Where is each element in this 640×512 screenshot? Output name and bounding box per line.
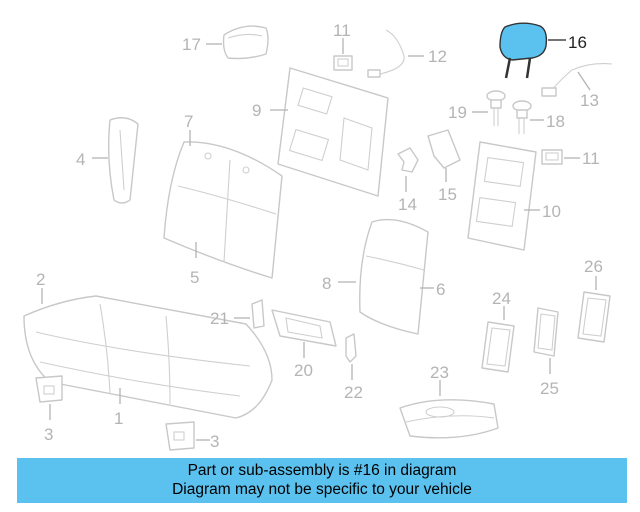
part-16-headrest[interactable] [499,22,548,79]
leader-13 [577,71,591,91]
callout-21[interactable]: 21 [210,309,229,328]
callout-3b[interactable]: 3 [210,432,219,451]
part-14-hinge[interactable] [397,147,419,173]
part-1-seat-cushion[interactable] [23,295,273,419]
part-11-clip-right[interactable] [541,149,563,165]
part-17-headrest[interactable] [222,25,269,60]
callout-12[interactable]: 12 [428,47,447,66]
callout-18[interactable]: 18 [546,112,565,131]
callout-5[interactable]: 5 [190,268,199,287]
callout-7[interactable]: 7 [184,112,193,131]
part-23-armrest[interactable] [399,399,499,439]
part-10-back-panel[interactable] [467,141,537,251]
banner-line-2: Diagram may not be specific to your vehi… [172,481,472,498]
part-3-hook-left[interactable] [35,375,63,403]
part-18-guide[interactable] [512,100,532,134]
part-6-seat-back[interactable] [359,218,429,335]
info-banner: Part or sub-assembly is #16 in diagram D… [17,458,627,503]
part-26-pad[interactable] [577,291,611,343]
callout-23[interactable]: 23 [430,363,449,382]
callout-20[interactable]: 20 [294,361,313,380]
part-21-clip[interactable] [251,299,265,329]
parts-diagram: 16 17 11 12 13 9 19 [23,21,613,451]
callout-15[interactable]: 15 [438,185,457,204]
banner-line-1: Part or sub-assembly is #16 in diagram [187,462,457,479]
callout-13[interactable]: 13 [580,91,599,110]
part-9-back-panel[interactable] [277,67,389,197]
callout-2[interactable]: 2 [36,270,45,289]
callout-4[interactable]: 4 [76,150,85,169]
callout-11a[interactable]: 11 [333,21,351,40]
callout-14[interactable]: 14 [398,195,417,214]
callout-26[interactable]: 26 [584,257,603,276]
callout-22[interactable]: 22 [344,383,363,402]
callout-3a[interactable]: 3 [44,425,53,444]
part-25-pad[interactable] [533,307,559,357]
callout-11b[interactable]: 11 [582,149,600,168]
callout-6[interactable]: 6 [436,280,445,299]
part-19-guide[interactable] [486,90,506,126]
callout-10[interactable]: 10 [542,202,561,221]
part-20-frame[interactable] [271,309,337,347]
part-12-cable[interactable] [367,29,405,78]
callout-1[interactable]: 1 [114,409,123,428]
callout-16[interactable]: 16 [568,33,587,52]
part-22-latch[interactable] [345,333,357,363]
callout-8[interactable]: 8 [322,274,331,293]
callout-19[interactable]: 19 [448,103,467,122]
callout-25[interactable]: 25 [540,379,559,398]
part-15-bracket[interactable] [427,129,461,169]
part-24-pad[interactable] [481,321,515,373]
callout-24[interactable]: 24 [492,289,511,308]
callout-17[interactable]: 17 [182,35,201,54]
part-13-cable[interactable] [541,63,613,97]
part-11-clip[interactable] [333,55,353,71]
callout-9[interactable]: 9 [252,101,261,120]
part-4-bolster[interactable] [107,117,139,204]
part-3-hook-right[interactable] [165,421,195,451]
part-5-seat-back[interactable] [163,141,283,279]
